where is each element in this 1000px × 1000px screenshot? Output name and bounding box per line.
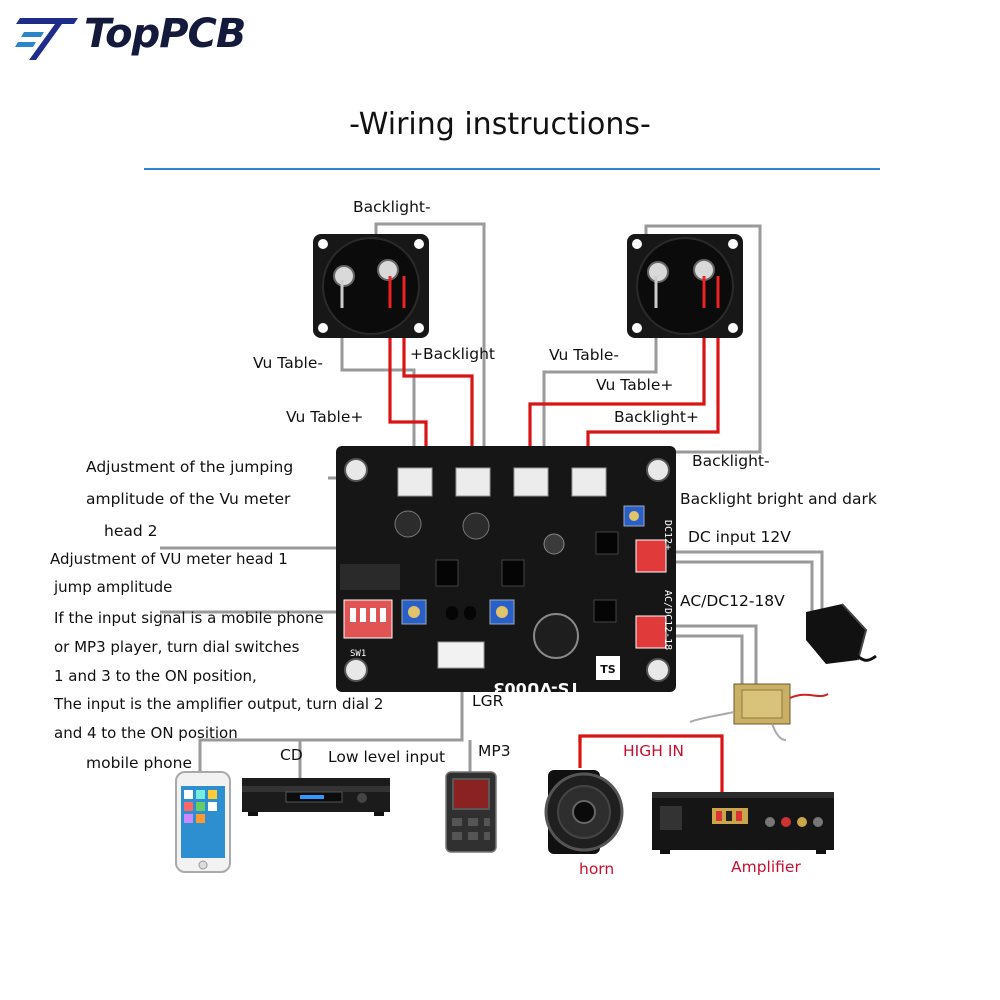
amplifier-icon [652, 792, 834, 854]
wire-dc-input [666, 550, 824, 612]
wire-ac-input [666, 624, 758, 690]
label-high-in: HIGH IN [623, 742, 684, 760]
board-model-label: TS-VU003 [493, 679, 580, 698]
label-switch-line2: or MP3 player, turn dial switches [54, 638, 300, 656]
label-mobile-phone: mobile phone [86, 754, 193, 772]
label-vu-table-neg-right: Vu Table- [549, 346, 619, 364]
vu-meter-right-icon [627, 234, 743, 338]
board-model-group: TS-VU003 [493, 679, 580, 698]
smartphone-icon [175, 771, 231, 873]
wire-lgr-input [198, 668, 464, 772]
silk-ac-group: AC/DC12-18 [662, 590, 673, 650]
label-switch-line4: The input is the amplifier output, turn … [54, 695, 384, 713]
label-vu-table-pos-left: Vu Table+ [286, 408, 364, 426]
label-lgr: LGR [472, 692, 504, 710]
label-adj-head2-line3: head 2 [104, 522, 158, 540]
pcb-board: TS [336, 446, 676, 692]
transformer-icon [689, 683, 829, 741]
power-adapter-icon [806, 603, 877, 664]
wire-vu-pos-right [528, 290, 706, 472]
label-horn: horn [579, 860, 615, 878]
label-backlight-neg-right: Backlight- [692, 452, 770, 470]
wire-dc-input-2 [666, 560, 814, 612]
toppcb-logo-icon [15, 18, 78, 60]
label-switch-line1: If the input signal is a mobile phone [54, 609, 324, 627]
brand-name: TopPCB [84, 11, 246, 57]
label-backlight-neg-top: Backlight- [353, 198, 431, 216]
label-ac-dc-input: AC/DC12-18V [680, 592, 785, 610]
label-dc-input: DC input 12V [688, 528, 791, 546]
label-low-level-input: Low level input [328, 748, 446, 766]
label-adj-head2-line1: Adjustment of the jumping [86, 458, 294, 476]
cd-player-icon [242, 778, 390, 816]
label-cd: CD [280, 746, 303, 764]
label-vu-table-neg-left: Vu Table- [253, 354, 323, 372]
silk-dc-label: DC12+ [662, 520, 673, 550]
vu-meter-left-icon [313, 234, 429, 338]
label-adj-head1-line2: jump amplitude [54, 578, 173, 596]
silk-dc-group: DC12+ [662, 520, 673, 550]
mp3-player-icon [445, 771, 497, 853]
label-backlight-bright-dark: Backlight bright and dark [680, 490, 877, 508]
wire-ac-input-2 [666, 634, 744, 690]
label-backlight-pos-right: Backlight+ [614, 408, 699, 426]
label-switch-line3: 1 and 3 to the ON position, [54, 667, 257, 685]
svg-text:TS: TS [600, 663, 616, 676]
label-switch-line5: and 4 to the ON position [54, 724, 238, 742]
speaker-horn-icon [544, 770, 624, 854]
label-backlight-pos-left: +Backlight [410, 345, 495, 363]
label-mp3: MP3 [478, 742, 511, 760]
label-adj-head1-line1: Adjustment of VU meter head 1 [50, 550, 288, 568]
label-vu-table-pos-right: Vu Table+ [596, 376, 674, 394]
silk-ac-label: AC/DC12-18 [662, 590, 673, 650]
page-title: -Wiring instructions- [349, 107, 651, 142]
silk-sw-label: SW1 [350, 649, 366, 659]
label-amplifier: Amplifier [731, 858, 801, 876]
title-divider [144, 168, 880, 170]
label-adj-head2-line2: amplitude of the Vu meter [86, 490, 291, 508]
